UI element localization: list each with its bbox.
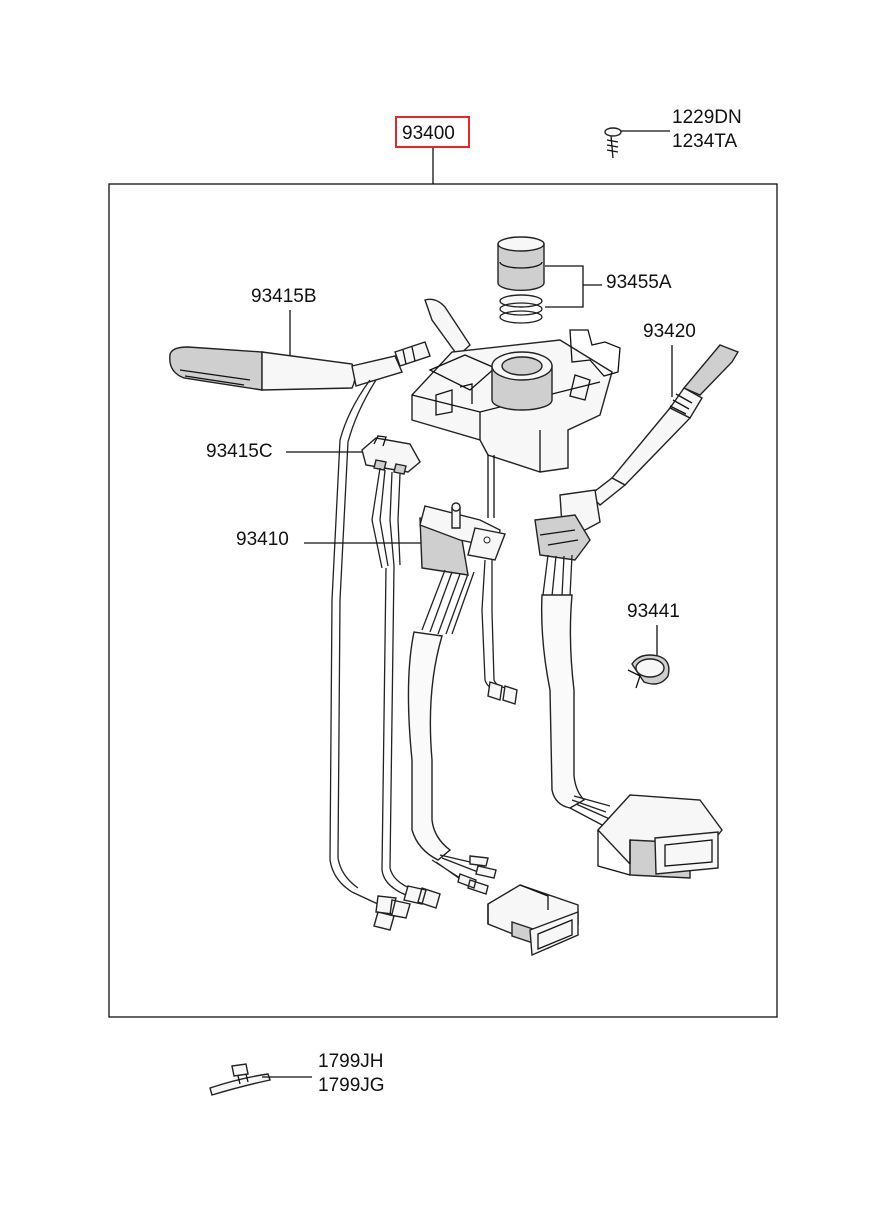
label-93410[interactable]: 93410	[236, 529, 289, 550]
assembly-frame	[108, 183, 778, 1018]
label-1234ta[interactable]: 1234TA	[672, 131, 737, 152]
clip-icon	[627, 654, 670, 689]
label-93415b[interactable]: 93415B	[251, 286, 317, 307]
clock-spring-coil	[499, 294, 543, 324]
loose-connector	[487, 884, 579, 957]
wiper-lever	[169, 341, 431, 391]
label-93441[interactable]: 93441	[627, 601, 680, 622]
switch-cylinder	[491, 351, 553, 411]
label-93400-group[interactable]: 93400	[395, 116, 470, 148]
label-93455a[interactable]: 93455A	[606, 272, 672, 293]
label-1799jg[interactable]: 1799JG	[318, 1075, 385, 1096]
clock-spring-sleeve	[497, 236, 545, 291]
label-93420[interactable]: 93420	[643, 321, 696, 342]
screw-icon	[604, 127, 622, 159]
light-lever	[588, 344, 740, 506]
cable-tie-icon	[209, 1063, 271, 1096]
light-connector	[597, 794, 723, 879]
terminal-pair	[487, 681, 518, 705]
terminals-left	[373, 885, 441, 931]
label-1229dn[interactable]: 1229DN	[672, 107, 742, 128]
body-switch-93410	[419, 502, 506, 576]
light-connector-block	[534, 489, 601, 561]
highlight-box	[395, 116, 470, 148]
terminals-93410	[457, 855, 497, 895]
label-93400: 93400	[402, 123, 455, 144]
connector-93415c	[361, 435, 421, 475]
label-1799jh[interactable]: 1799JH	[318, 1051, 384, 1072]
label-93415c[interactable]: 93415C	[206, 441, 273, 462]
